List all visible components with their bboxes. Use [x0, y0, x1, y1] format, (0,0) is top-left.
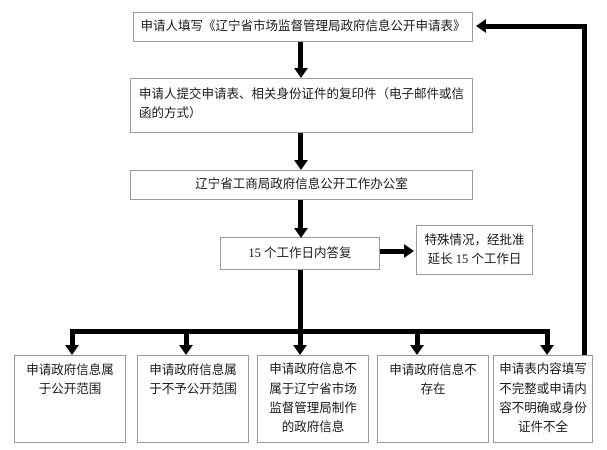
feedback-loop-vertical: [582, 24, 587, 355]
node-outcome-incomplete-label: 申请表内容填写 不完整或申请内 容不明确或身份 证件不全: [499, 362, 587, 435]
node-step2-label: 申请人提交申请表、相关身份证件的复印件（电子邮件或信函的方式）: [139, 87, 465, 121]
connector-step4-to-branch-bar: [298, 270, 303, 332]
arrowhead-branch-1: [65, 345, 79, 355]
node-step3-label: 辽宁省工商局政府信息公开工作办公室: [195, 177, 408, 192]
node-step3: 辽宁省工商局政府信息公开工作办公室: [130, 170, 473, 200]
branch-drop-2: [184, 329, 189, 351]
connector-step3-to-step4: [298, 200, 303, 233]
node-step2: 申请人提交申请表、相关身份证件的复印件（电子邮件或信函的方式）: [130, 78, 473, 133]
arrowhead-step3-to-step4: [294, 228, 308, 238]
arrowhead-branch-4: [410, 345, 424, 355]
node-outcome-incomplete: 申请表内容填写 不完整或申请内 容不明确或身份 证件不全: [493, 355, 593, 443]
arrowhead-step1-to-step2: [294, 68, 308, 78]
node-outcome-not-exist-label: 申请政府信息不 存在: [389, 363, 477, 397]
node-outcome-not-public-label: 申请政府信息属 于不予公开范围: [149, 363, 237, 397]
branch-distribution-bar: [72, 329, 550, 334]
arrowhead-step4-to-extension: [404, 244, 414, 258]
node-step1: 申请人填写《辽宁省市场监督管理局政府信息公开申请表》: [133, 12, 473, 42]
node-outcome-not-produced: 申请政府信息不 属于辽宁省市场 监督管理局制作 的政府信息: [257, 355, 369, 443]
node-outcome-not-public: 申请政府信息属 于不予公开范围: [137, 355, 249, 443]
node-extension: 特殊情况，经批准 延长 15 个工作日: [416, 225, 533, 275]
node-extension-label: 特殊情况，经批准 延长 15 个工作日: [424, 232, 525, 266]
node-outcome-not-produced-label: 申请政府信息不 属于辽宁省市场 监督管理局制作 的政府信息: [269, 362, 357, 435]
node-outcome-public-label: 申请政府信息属 于公开范围: [26, 363, 114, 397]
branch-drop-4: [415, 329, 420, 351]
arrowhead-step2-to-step3: [294, 160, 308, 170]
branch-drop-1: [70, 329, 75, 351]
arrowhead-branch-3: [293, 345, 307, 355]
arrowhead-branch-5: [540, 345, 554, 355]
feedback-loop-horizontal: [486, 24, 585, 29]
node-outcome-public: 申请政府信息属 于公开范围: [14, 355, 126, 443]
node-outcome-not-exist: 申请政府信息不 存在: [377, 355, 489, 443]
node-step4-label: 15 个工作日内答复: [248, 245, 352, 260]
branch-drop-5: [545, 329, 550, 351]
branch-drop-3: [298, 329, 303, 351]
connector-step4-to-extension: [380, 249, 406, 254]
connector-step2-to-step3: [298, 133, 303, 163]
arrowhead-branch-2: [179, 345, 193, 355]
node-step4: 15 个工作日内答复: [220, 237, 380, 270]
arrowhead-feedback-to-step1: [476, 19, 486, 33]
node-step1-label: 申请人填写《辽宁省市场监督管理局政府信息公开申请表》: [140, 19, 466, 34]
connector-step1-to-step2: [298, 42, 303, 70]
